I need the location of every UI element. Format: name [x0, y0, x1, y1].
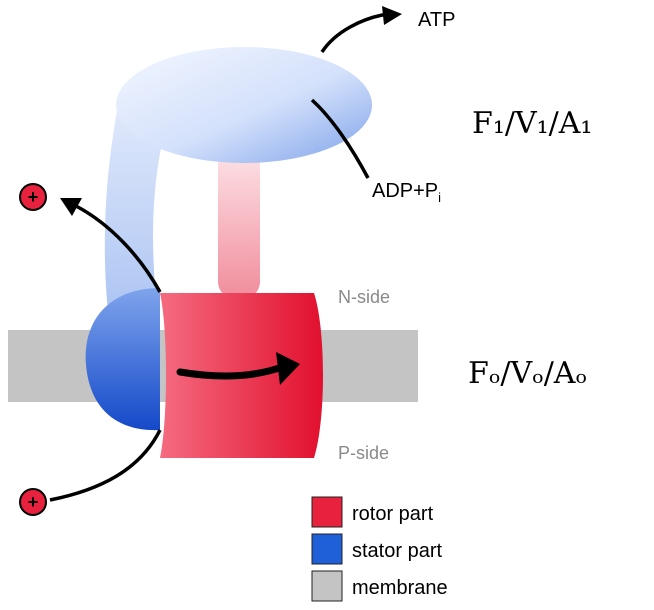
legend-swatch-rotor: [311, 496, 343, 528]
atp-arrow: [320, 12, 389, 53]
atp-arrow-head: [382, 6, 402, 25]
stator-subunit: [85, 288, 160, 431]
legend-swatch-membrane: [311, 570, 343, 602]
legend-swatch-stator: [311, 533, 343, 565]
proton-upper-symbol: +: [28, 187, 39, 207]
adp-curve: [310, 98, 370, 179]
proton-entry-path: [49, 429, 162, 502]
central-stalk: [218, 148, 260, 298]
proton-lower-symbol: +: [28, 492, 39, 512]
legend-item-membrane: membrane: [311, 570, 448, 602]
rotation-arrow: [176, 363, 286, 380]
adp-label-main: ADP+P: [372, 180, 438, 202]
legend-item-rotor: rotor part: [311, 496, 434, 528]
atp-label: ATP: [418, 9, 455, 31]
proton-upper: +: [19, 183, 47, 211]
p-side-label: P-side: [338, 443, 389, 463]
stator-arm: [104, 95, 165, 330]
f1-head: [116, 47, 372, 163]
adp-label: ADP+Pi: [372, 180, 441, 205]
legend-label-stator: stator part: [352, 540, 442, 562]
legend-item-stator: stator part: [311, 533, 442, 565]
legend-label-membrane: membrane: [352, 577, 448, 599]
rotation-arrow-head: [276, 352, 300, 385]
fo-complex-label: Fₒ/Vₒ/Aₒ: [468, 356, 587, 391]
legend-label-rotor: rotor part: [352, 503, 434, 525]
n-side-label: N-side: [338, 287, 390, 307]
proton-lower: +: [19, 488, 47, 516]
adp-label-subscript: i: [438, 190, 441, 205]
f1-complex-label: F₁/V₁/A₁: [472, 106, 592, 141]
proton-exit-arrow: [75, 204, 162, 293]
legend: rotor part stator part membrane: [311, 496, 448, 602]
proton-exit-arrow-head: [60, 198, 82, 216]
